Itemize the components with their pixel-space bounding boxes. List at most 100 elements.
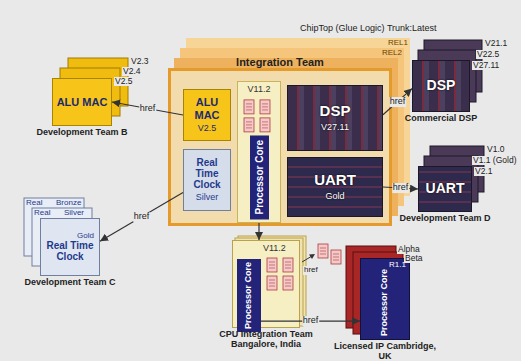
href-arrow <box>383 89 412 115</box>
integration-box: Integration TeamALU MACV2.5Real Time Clo… <box>168 68 392 226</box>
version-label: Real <box>26 199 42 208</box>
node-heading: Integration Team <box>236 56 324 68</box>
edge-label: href <box>139 104 157 114</box>
chip-stripe <box>333 257 339 258</box>
chip-icon <box>283 276 293 290</box>
version-label: V2.3 <box>130 57 150 66</box>
chip-stripe <box>246 109 252 110</box>
version-label: ChipTop (Glue Logic) Trunk:Latest <box>300 24 437 34</box>
version-label: Alpha <box>397 245 421 254</box>
chip-stripe <box>269 262 275 263</box>
processor-core-block: Processor CoreV11.2 <box>237 81 281 223</box>
node-text: Real Time Clock <box>43 240 97 262</box>
chip-stripe <box>285 268 291 269</box>
node-text: DSP <box>427 78 456 93</box>
rtc-block: Real Time ClockSilver <box>183 149 231 211</box>
chip-stripe <box>333 254 339 255</box>
chip-stripe <box>285 286 291 287</box>
version-label: Silver <box>64 209 84 218</box>
dsp-block: DSP V27.11 <box>287 85 383 151</box>
cpu-integration-box: V11.2CPU Integration Team Bangalore, Ind… <box>232 240 300 328</box>
chip-stripe <box>285 265 291 266</box>
node-text: Gold <box>77 232 94 241</box>
node-text: V11.2 <box>263 244 286 254</box>
node-heading: Development Team B <box>37 128 128 138</box>
node-text: Gold <box>325 192 344 202</box>
uart-block: UART Gold <box>287 157 383 217</box>
chip-stripe <box>285 280 291 281</box>
chip-stripe <box>246 124 252 125</box>
version-label: V27.11 <box>472 61 500 70</box>
version-label: V21.1 <box>484 39 508 48</box>
version-label: V2.1 <box>474 167 494 176</box>
version-label: V2.4 <box>122 67 142 76</box>
href-arrow <box>112 102 183 115</box>
node-text: Real Time Clock <box>186 157 228 190</box>
chip-stripe <box>246 127 252 128</box>
chip-icon <box>244 118 254 132</box>
chip-stripe <box>285 283 291 284</box>
chip-stripe <box>262 103 268 104</box>
edge-label: href <box>133 212 151 222</box>
chip-stripe <box>246 121 252 122</box>
node-text: ALU MAC <box>57 96 108 108</box>
edge-label: href <box>389 97 407 107</box>
href-arrow <box>302 256 312 262</box>
node-text: V2.5 <box>198 124 217 134</box>
node-text: V11.2 <box>248 85 271 95</box>
edge-label: href <box>302 316 320 326</box>
version-label: Real <box>34 209 50 218</box>
chip-stripe <box>262 121 268 122</box>
node-text: Silver <box>196 193 219 203</box>
href-arrow <box>258 223 259 240</box>
chip-stripe <box>320 254 326 255</box>
version-label: Beta <box>404 254 424 263</box>
chip-stripe <box>246 103 252 104</box>
node-text: Processor Core <box>244 262 254 329</box>
version-label: V1.0 <box>486 145 506 154</box>
chip-stripe <box>269 265 275 266</box>
chip-stripe <box>269 280 275 281</box>
node-heading: Development Team C <box>25 278 116 288</box>
chip-icon <box>283 258 293 272</box>
processor-core-block: Processor Core <box>237 259 261 332</box>
edge-label: href <box>392 183 410 193</box>
version-label: REL1 <box>388 39 408 48</box>
uart-stack: UARTDevelopment Team D <box>418 166 472 212</box>
alu-mac-stack: ALU MACDevelopment Team B <box>52 78 112 126</box>
node-text: Processor Core <box>380 269 390 336</box>
dsp-stack: DSPCommercial DSP <box>412 60 470 112</box>
version-label: href <box>303 266 319 275</box>
version-label: V2.5 <box>114 77 134 86</box>
chip-icon <box>260 100 270 114</box>
chip-icon <box>267 276 277 290</box>
chip-stripe <box>262 106 268 107</box>
node-text: V27.11 <box>321 123 349 133</box>
licensed-ip-stack: R1.1Processor CoreLicensed IP Cambridge,… <box>360 258 410 340</box>
chip-icon <box>244 100 254 114</box>
chip-stripe <box>269 286 275 287</box>
chip-icon <box>318 244 328 258</box>
chip-icon <box>331 250 341 264</box>
version-label: V1.1 (Gold) <box>472 156 517 165</box>
node-text: ALU MAC <box>186 96 228 120</box>
node-text: UART <box>314 172 356 189</box>
href-arrow <box>100 192 183 241</box>
node-text: DSP <box>320 103 351 120</box>
chip-stripe <box>285 262 291 263</box>
version-label: REL2 <box>382 49 402 58</box>
loose-chips <box>302 244 341 264</box>
version-label: V22.5 <box>476 50 500 59</box>
chip-stripe <box>262 124 268 125</box>
chip-stripe <box>246 106 252 107</box>
chip-stripe <box>269 283 275 284</box>
alu-mac-block: ALU MAC V2.5 <box>183 89 231 141</box>
chip-stripe <box>269 268 275 269</box>
chip-stripe <box>320 251 326 252</box>
node-heading: Commercial DSP <box>405 114 478 124</box>
chip-icon <box>267 258 277 272</box>
node-text: UART <box>426 181 465 196</box>
chip-stripe <box>320 248 326 249</box>
chip-stripe <box>333 260 339 261</box>
node-heading: Licensed IP Cambridge, UK <box>330 342 440 361</box>
